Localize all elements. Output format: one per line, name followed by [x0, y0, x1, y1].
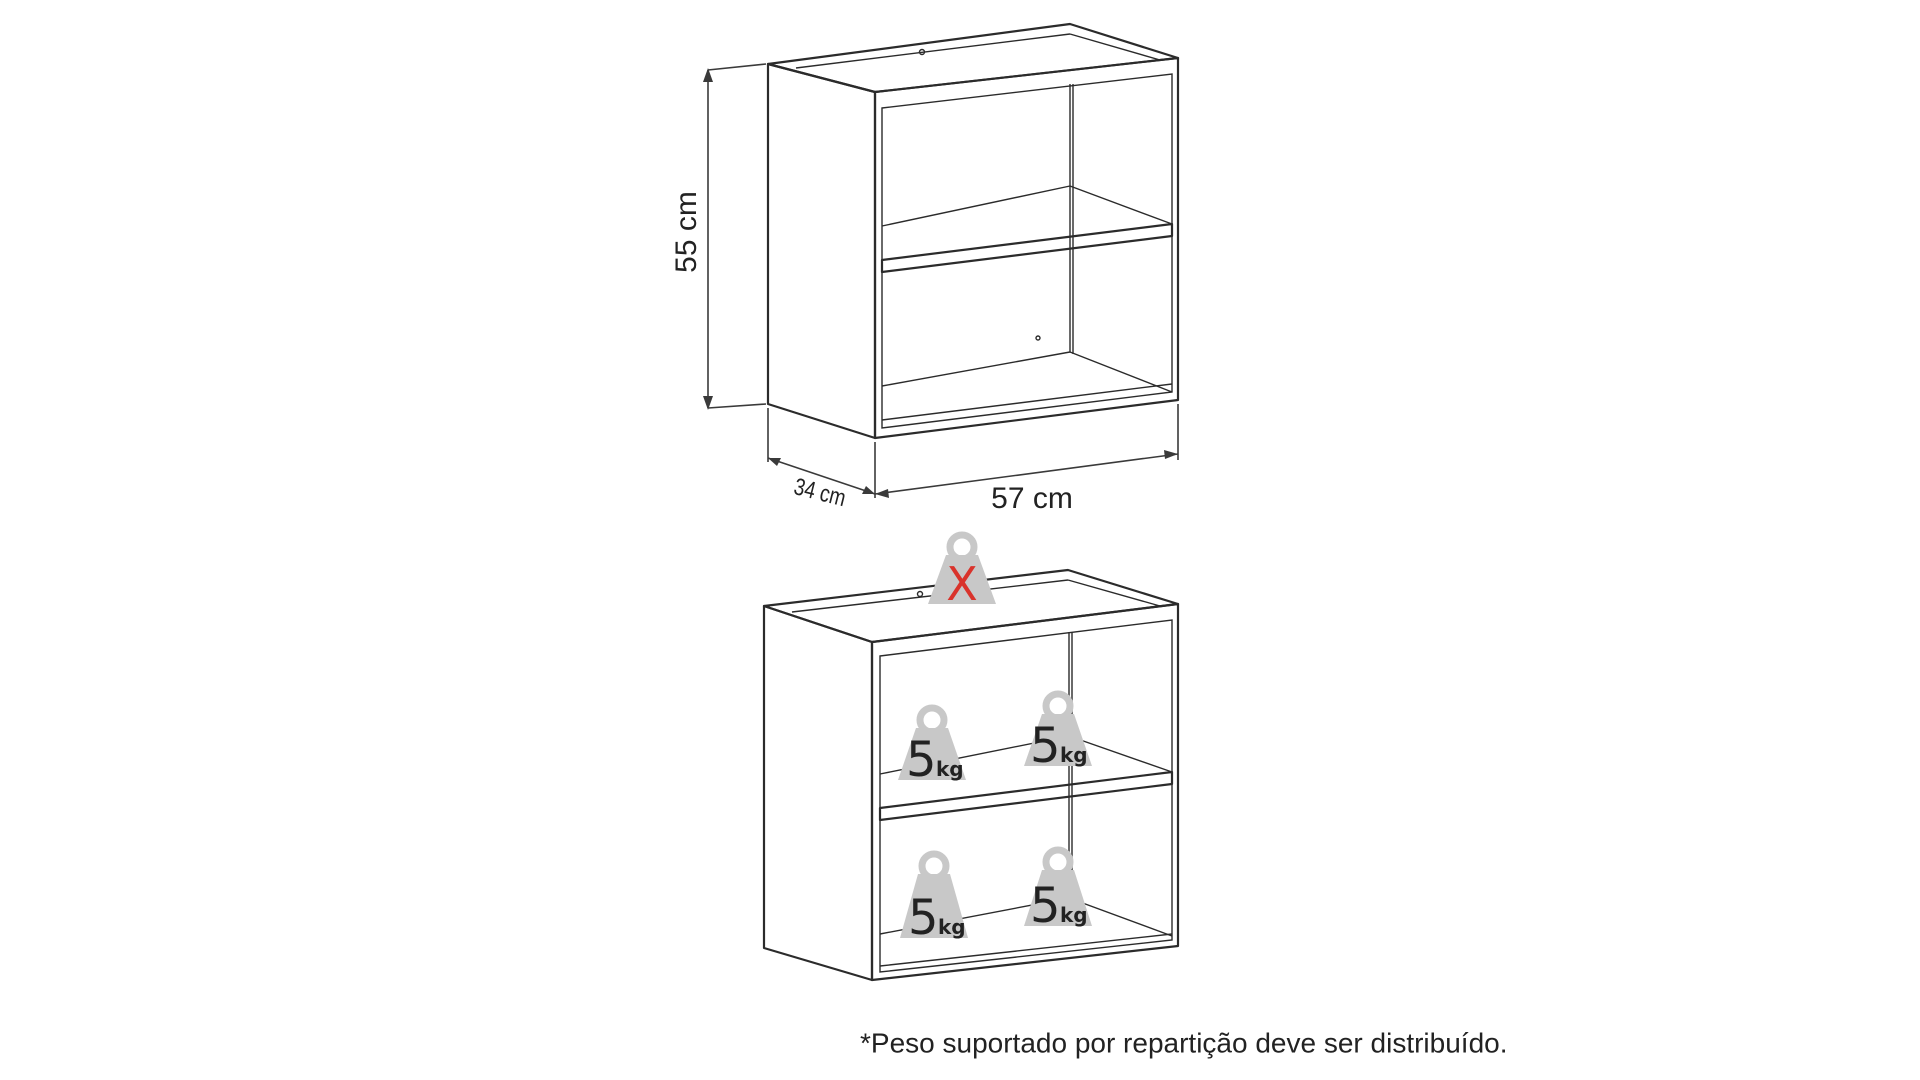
- load-cabinet-front-frame: [870, 602, 1180, 982]
- weight-value: 5: [906, 732, 937, 788]
- weight-unit: kg: [938, 915, 966, 939]
- weight-unit: kg: [1060, 743, 1088, 767]
- weight-value: 5: [1030, 878, 1061, 934]
- load-limit-cabinet: X 5 kg 5 kg 5 kg 5 kg: [762, 531, 1180, 982]
- depth-dimension: 34 cm: [767, 408, 876, 512]
- width-dimension: 57 cm: [874, 404, 1179, 515]
- load-cabinet-side-panel: [762, 604, 874, 982]
- weight-icon-lower-left: 5 kg: [900, 850, 968, 946]
- depth-label: 34 cm: [791, 472, 848, 511]
- cabinet-middle-shelf: [880, 222, 1174, 274]
- no-load-weight-icon: X: [928, 531, 996, 611]
- weight-value: 5: [908, 890, 939, 946]
- weight-icon-lower-right: 5 kg: [1024, 846, 1092, 934]
- width-label: 57 cm: [991, 482, 1073, 515]
- weight-icon-upper-right: 5 kg: [1024, 690, 1092, 774]
- weight-distribution-footnote: *Peso suportado por repartição deve ser …: [860, 1027, 1508, 1059]
- load-cabinet-middle-shelf: [878, 770, 1174, 822]
- weight-unit: kg: [936, 757, 964, 781]
- dimensioned-cabinet: 55 cm 34 cm 57 cm: [670, 22, 1180, 515]
- weight-unit: kg: [1060, 903, 1088, 927]
- weight-value: 5: [1030, 718, 1061, 774]
- height-dimension: 55 cm: [670, 63, 767, 410]
- cabinet-side-panel: [766, 62, 877, 440]
- weight-icon-upper-left: 5 kg: [898, 704, 966, 788]
- no-load-x-mark: X: [946, 557, 978, 611]
- cabinet-front-frame: [873, 56, 1180, 440]
- height-label: 55 cm: [670, 191, 703, 273]
